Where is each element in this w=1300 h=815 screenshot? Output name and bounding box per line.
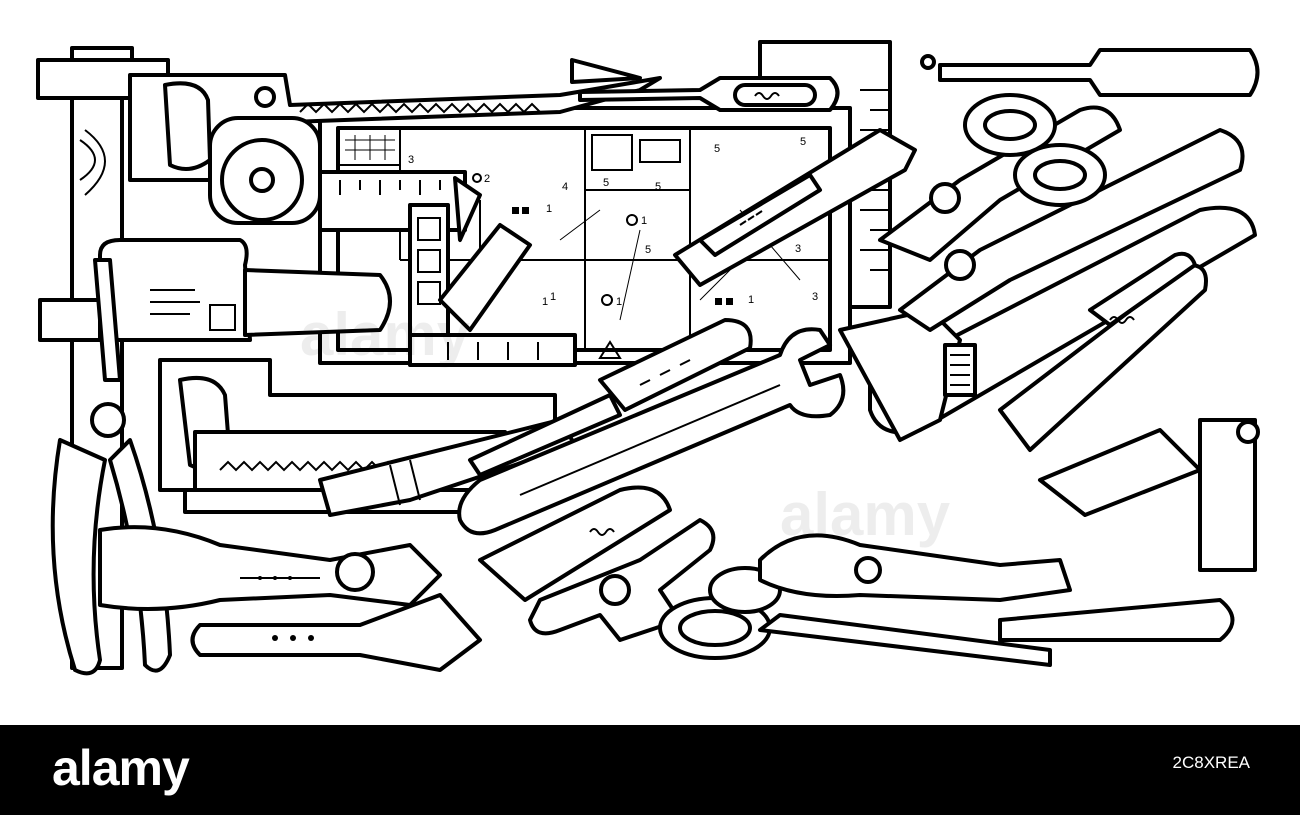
tape-measure: [208, 116, 482, 242]
screwdriver-top: [578, 76, 840, 112]
brand-logo[interactable]: alamy: [52, 740, 190, 796]
plan-label: 1: [546, 203, 552, 215]
pipe-wrench: [478, 485, 716, 642]
needle-nose-pliers: [50, 258, 172, 676]
screwdriver-top-right: [920, 48, 1260, 97]
plan-label: 1: [550, 291, 556, 303]
carpenter-square: [408, 203, 577, 367]
plan-label: 1: [542, 296, 548, 308]
plan-label: 1: [616, 296, 622, 308]
monkey-wrench: [998, 263, 1260, 572]
plan-label: 3: [408, 154, 414, 166]
slip-joint-pliers: [758, 533, 1235, 642]
knife-handle: [1088, 251, 1197, 327]
plan-label: 1: [641, 215, 647, 227]
plan-label: 3: [795, 243, 801, 255]
open-end-wrench: [457, 327, 846, 536]
plan-label: 3: [812, 291, 818, 303]
footer-bar: alamy 2C8XREA: [0, 725, 1300, 815]
plan-label: 5: [714, 143, 720, 155]
scissors: [658, 566, 1052, 667]
screwdriver-large: [468, 318, 753, 477]
plan-label: 2: [484, 173, 490, 185]
plan-label: 5: [603, 177, 609, 189]
scissors-top: [963, 93, 1107, 207]
tools-illustration: 3 2 5 4 5 5 1 1 1 5 5 3 1 1 1 3: [36, 40, 1260, 676]
plan-label: 5: [800, 136, 806, 148]
plan-labels: 3 2 5 4 5 5 1 1 1 5 5 3 1 1 1 3: [408, 136, 818, 359]
utility-knife: [673, 128, 917, 287]
wire-stripper: [98, 525, 442, 611]
image-id: 2C8XREA: [1172, 753, 1250, 772]
plan-label: 5: [645, 244, 651, 256]
plan-label: 5: [655, 181, 661, 193]
plan-label: 1: [748, 294, 754, 306]
plan-label: 4: [562, 181, 568, 193]
side-cutters: [190, 593, 482, 672]
